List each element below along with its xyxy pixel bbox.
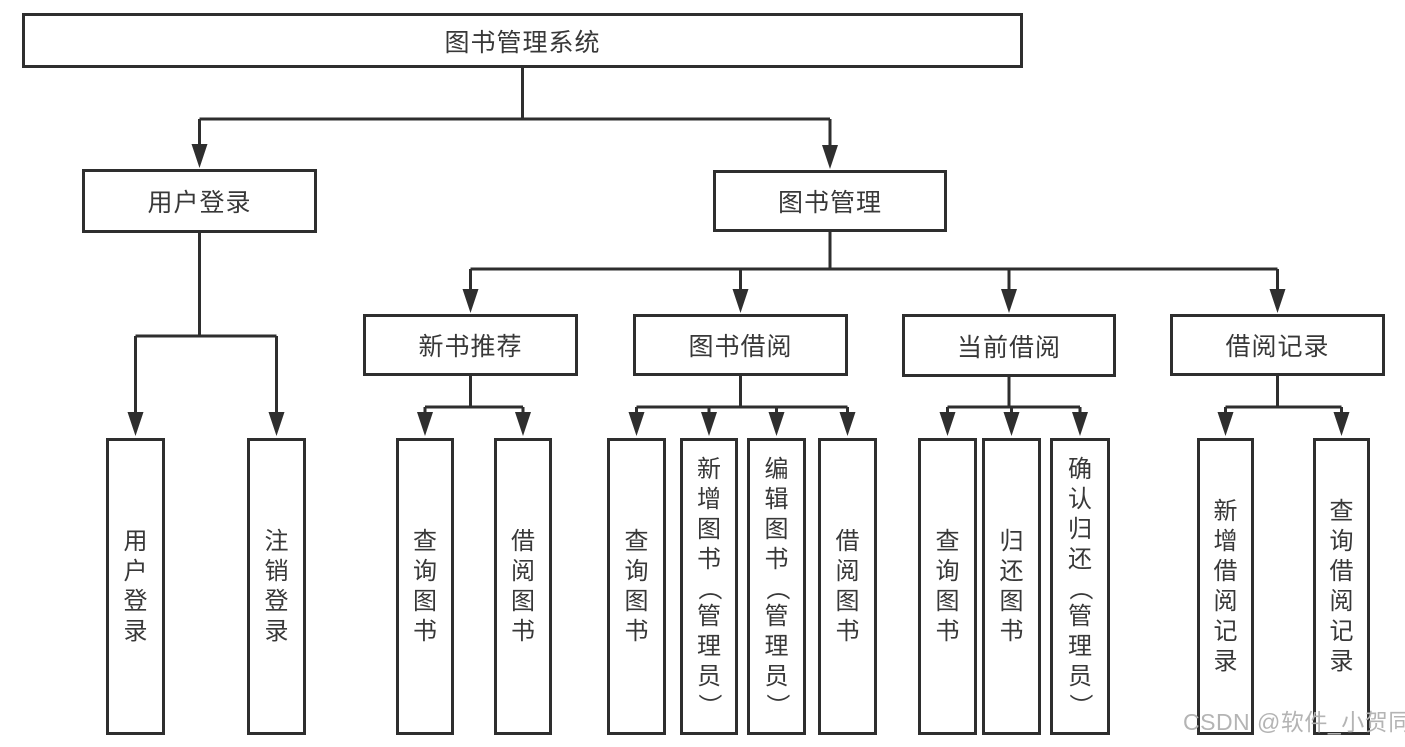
node-current-borrowing: 当前借阅 xyxy=(902,314,1116,377)
leaf-query-borrow-record: 查询借阅记录 xyxy=(1313,438,1370,735)
leaf-add-borrow-record: 新增借阅记录 xyxy=(1197,438,1254,735)
leaf-add-borrow-record-label: 新增借阅记录 xyxy=(1213,497,1238,675)
node-root-label: 图书管理系统 xyxy=(444,28,601,57)
arrowheads xyxy=(127,144,1350,436)
leaf-current-query-books-label: 查询图书 xyxy=(935,527,960,645)
leaf-return-books-label: 归还图书 xyxy=(999,527,1024,645)
leaf-edit-books-admin-label: 编辑图书（管理员） xyxy=(763,455,790,718)
node-book-borrowing-label: 图书借阅 xyxy=(688,333,793,361)
leaf-logout: 注销登录 xyxy=(247,438,306,735)
leaf-query-borrow-record-label: 查询借阅记录 xyxy=(1329,497,1354,675)
leaf-add-books-admin-label: 新增图书（管理员） xyxy=(695,455,723,718)
leaf-borrowing-query-books: 查询图书 xyxy=(607,438,666,735)
leaf-borrowing-query-books-label: 查询图书 xyxy=(624,527,649,645)
leaf-recommend-query-books: 查询图书 xyxy=(396,438,454,735)
leaf-logout-label: 注销登录 xyxy=(264,527,289,645)
node-new-book-recommend-label: 新书推荐 xyxy=(418,333,523,361)
node-root-system: 图书管理系统 xyxy=(22,13,1023,68)
leaf-edit-books-admin: 编辑图书（管理员） xyxy=(747,438,806,735)
leaf-user-login: 用户登录 xyxy=(106,438,165,735)
leaf-recommend-borrow-books-label: 借阅图书 xyxy=(511,527,535,645)
node-current-borrowing-label: 当前借阅 xyxy=(956,333,1061,362)
node-book-management: 图书管理 xyxy=(713,170,947,232)
leaf-confirm-return-admin-label: 确认归还（管理员） xyxy=(1066,455,1094,718)
leaf-user-login-label: 用户登录 xyxy=(123,527,148,645)
node-borrowing-records-label: 借阅记录 xyxy=(1225,333,1330,361)
node-new-book-recommend: 新书推荐 xyxy=(363,314,578,376)
leaf-recommend-query-books-label: 查询图书 xyxy=(413,527,437,645)
node-user-login: 用户登录 xyxy=(82,169,317,233)
leaf-return-books: 归还图书 xyxy=(982,438,1041,735)
leaf-confirm-return-admin: 确认归还（管理员） xyxy=(1050,438,1110,735)
node-book-borrowing: 图书借阅 xyxy=(633,314,848,376)
leaf-add-books-admin: 新增图书（管理员） xyxy=(680,438,738,735)
csdn-watermark: CSDN @软件_小贺同学 xyxy=(1183,709,1405,735)
leaf-borrowing-borrow-books-label: 借阅图书 xyxy=(835,527,860,645)
node-borrowing-records: 借阅记录 xyxy=(1170,314,1385,376)
leaf-current-query-books: 查询图书 xyxy=(918,438,977,735)
leaf-recommend-borrow-books: 借阅图书 xyxy=(494,438,552,735)
leaf-borrowing-borrow-books: 借阅图书 xyxy=(818,438,877,735)
node-user-login-label: 用户登录 xyxy=(147,189,252,217)
node-book-management-label: 图书管理 xyxy=(777,189,882,217)
connector-elbows xyxy=(134,68,1343,416)
